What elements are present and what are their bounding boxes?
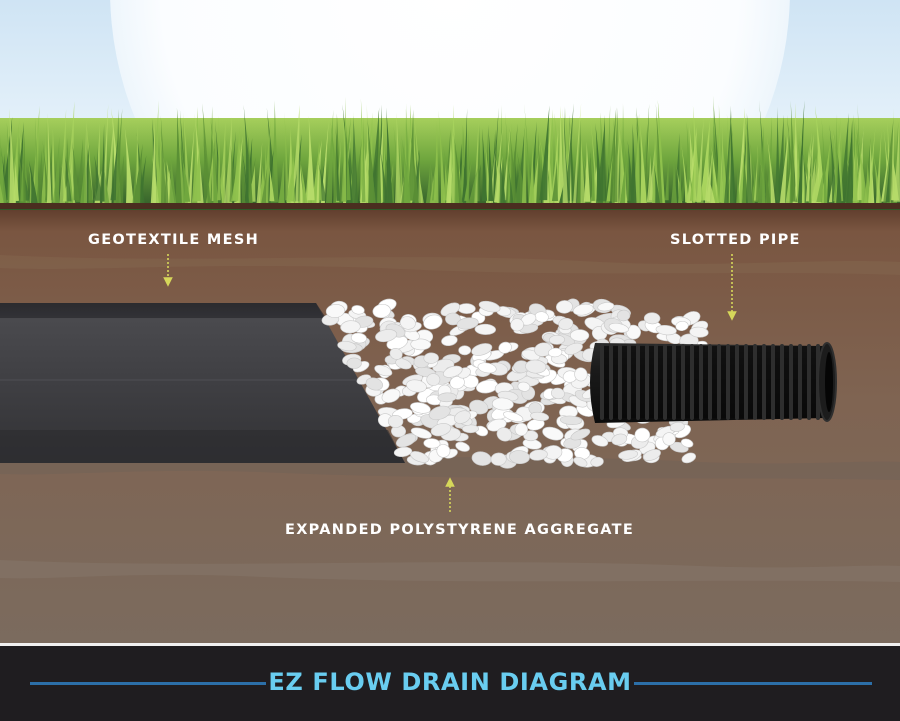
aggregate-label: EXPANDED POLYSTYRENE AGGREGATE: [285, 522, 635, 538]
geotextile-mesh-label: GEOTEXTILE MESH: [88, 232, 259, 248]
footer-bar: EZ FLOW DRAIN DIAGRAM: [0, 643, 900, 721]
slotted-pipe-label: SLOTTED PIPE: [670, 232, 801, 248]
drain-cross-section-illustration: [0, 0, 900, 643]
footer-rule-left: [30, 682, 266, 685]
grass-blades: [0, 95, 900, 208]
diagram-title: EZ FLOW DRAIN DIAGRAM: [268, 668, 632, 696]
geotextile-mesh: [0, 303, 405, 463]
slotted-pipe: [590, 342, 837, 423]
footer-rule-right: [634, 682, 872, 685]
polystyrene-aggregate: [321, 298, 709, 469]
